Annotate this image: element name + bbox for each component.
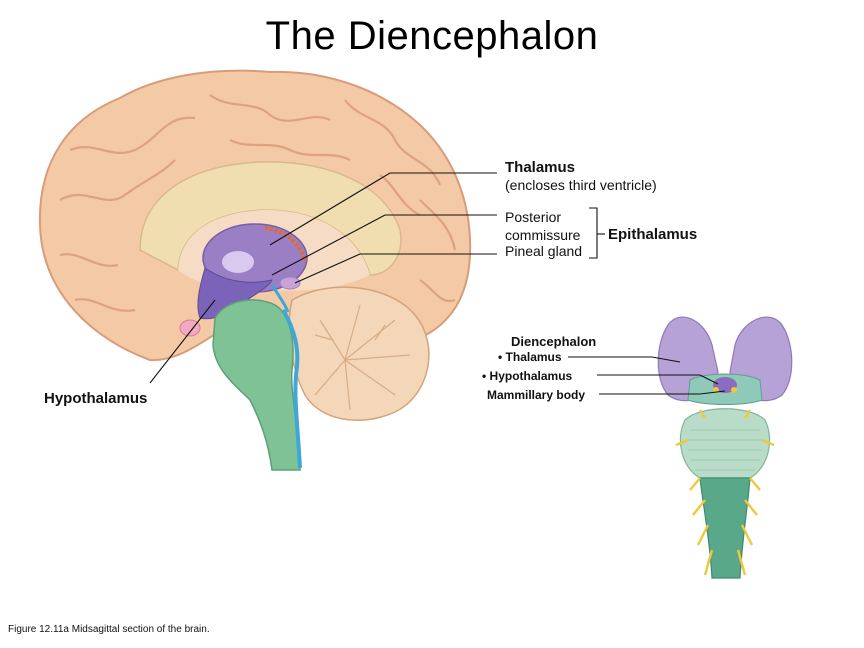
corpus-callosum: [139, 161, 402, 276]
inset-medulla: [699, 477, 751, 579]
inset-pons: [679, 408, 771, 479]
main-leader-lines: [149, 172, 605, 384]
pituitary: [179, 319, 201, 337]
brainstem: [212, 299, 301, 471]
figure-caption: Figure 12.11a Midsagittal section of the…: [8, 624, 210, 635]
inset-label-thalamus: • Thalamus: [498, 350, 562, 364]
gyri-folds: [59, 94, 457, 312]
pineal-gland: [279, 276, 301, 290]
ventricle-canal: [281, 308, 302, 469]
inset-leader-lines: [568, 356, 726, 395]
inset-cranial-nerves: [675, 409, 775, 576]
label-thalamus: Thalamus: [505, 159, 575, 176]
inset-diencephalon-illustration: [657, 316, 793, 579]
arbor-vitae: [314, 304, 411, 411]
slide-title: The Diencephalon: [265, 14, 599, 58]
label-hypothalamus: Hypothalamus: [44, 390, 147, 407]
label-epithalamus: Epithalamus: [608, 226, 697, 243]
label-pineal-gland: Pineal gland: [505, 243, 582, 259]
midsagittal-brain-illustration: [38, 69, 472, 471]
inset-label-hypothalamus: • Hypothalamus: [482, 369, 573, 383]
inset-label-diencephalon: Diencephalon: [511, 334, 596, 349]
label-thalamus-note: (encloses third ventricle): [505, 177, 657, 193]
label-posterior-commissure-line1: Posterior: [505, 209, 561, 225]
inset-label-mammillary-body: Mammillary body: [487, 388, 585, 402]
inset-hypothalamus: [713, 377, 737, 393]
label-posterior-commissure-line2: commissure: [505, 227, 581, 243]
hypothalamus-region: [197, 267, 273, 320]
